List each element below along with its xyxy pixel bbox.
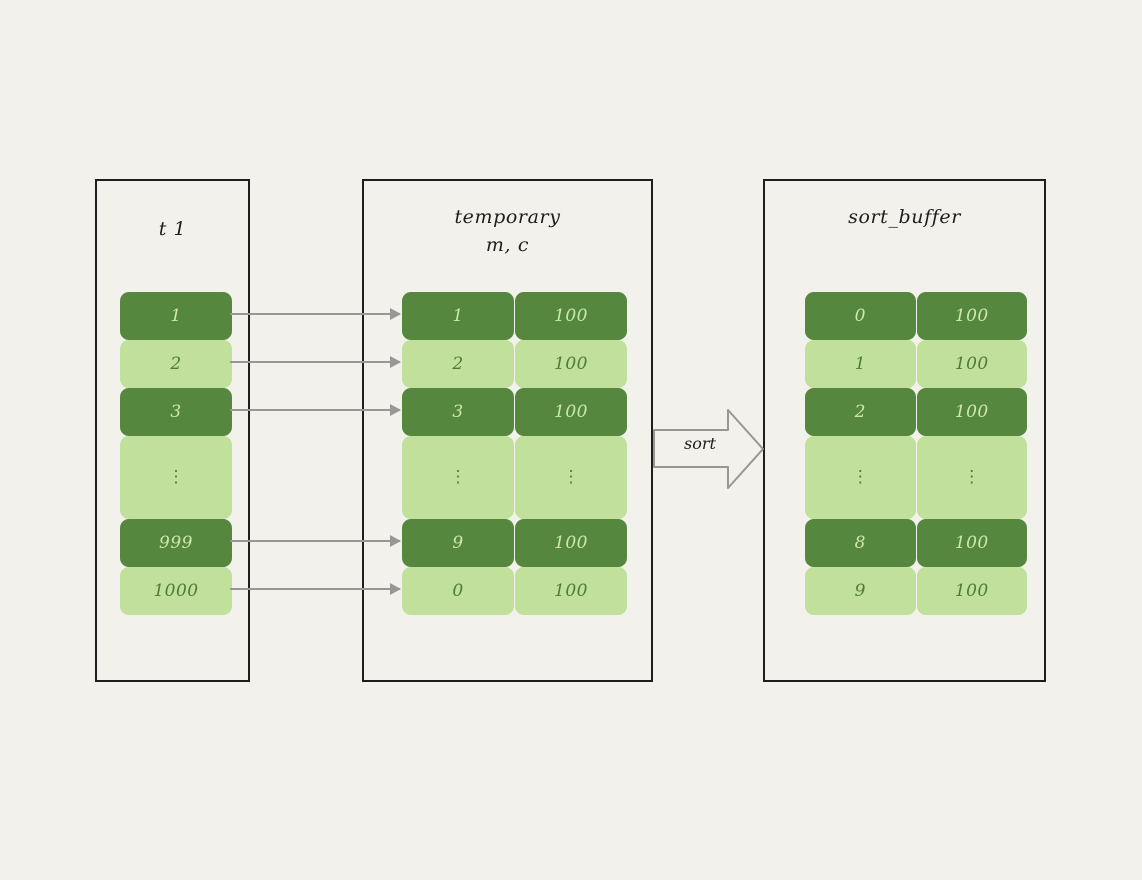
t1-row-2: 3 (120, 388, 232, 436)
vertical-ellipsis-icon: ⋮ (167, 466, 185, 487)
temp-row-2: 3 100 (402, 388, 627, 436)
sortbuf-cell-c-4: 100 (916, 519, 1027, 567)
sortbuf-row-5: 9 100 (805, 567, 1027, 615)
connector-arrow-row-0 (230, 308, 401, 320)
temp-cell-c-5: 100 (515, 567, 627, 615)
table-box-sort-buffer: sort_buffer 0 100 1 100 2 100 ⋮ ⋮ 8 100 … (763, 179, 1046, 682)
temp-cell-m-5: 0 (402, 567, 514, 615)
vertical-ellipsis-icon: ⋮ (562, 466, 580, 487)
t1-row-4: 999 (120, 519, 232, 567)
temp-cell-c-2: 100 (515, 388, 627, 436)
connector-arrow-row-2 (230, 404, 401, 416)
sortbuf-cell-m-ellipsis: ⋮ (805, 436, 916, 519)
temp-cell-m-ellipsis: ⋮ (402, 436, 514, 519)
box-title-t1: t 1 (158, 218, 187, 240)
sortbuf-cell-m-0: 0 (805, 292, 916, 340)
sort-block-arrow (653, 406, 765, 492)
temp-row-4: 9 100 (402, 519, 627, 567)
sortbuf-row-1: 1 100 (805, 340, 1027, 388)
t1-cell-value-2: 3 (120, 388, 232, 436)
t1-row-5: 1000 (120, 567, 232, 615)
t1-cell-value-5: 1000 (120, 567, 232, 615)
temp-cell-c-1: 100 (515, 340, 627, 388)
sortbuf-cell-c-5: 100 (916, 567, 1027, 615)
sortbuf-cell-m-1: 1 (805, 340, 916, 388)
t1-row-0: 1 (120, 292, 232, 340)
temp-cell-c-0: 100 (515, 292, 627, 340)
sort-arrow-label: sort (684, 434, 716, 453)
sortbuf-cell-c-ellipsis: ⋮ (916, 436, 1027, 519)
sortbuf-cell-m-2: 2 (805, 388, 916, 436)
connector-arrow-row-4 (230, 535, 401, 547)
box-title-temporary: temporary m, c (454, 206, 561, 256)
temp-row-ellipsis: ⋮ ⋮ (402, 436, 627, 519)
box-title-sort-buffer: sort_buffer (848, 206, 961, 228)
temp-cell-m-1: 2 (402, 340, 514, 388)
vertical-ellipsis-icon: ⋮ (851, 466, 869, 487)
sortbuf-cell-c-1: 100 (916, 340, 1027, 388)
temp-cell-m-4: 9 (402, 519, 514, 567)
temp-cell-c-4: 100 (515, 519, 627, 567)
sortbuf-cell-m-4: 8 (805, 519, 916, 567)
vertical-ellipsis-icon: ⋮ (963, 466, 981, 487)
t1-cell-ellipsis: ⋮ (120, 436, 232, 519)
temp-cell-m-0: 1 (402, 292, 514, 340)
temp-row-1: 2 100 (402, 340, 627, 388)
sortbuf-row-2: 2 100 (805, 388, 1027, 436)
t1-cell-value-0: 1 (120, 292, 232, 340)
connector-arrow-row-5 (230, 583, 401, 595)
temp-cell-m-2: 3 (402, 388, 514, 436)
temp-row-0: 1 100 (402, 292, 627, 340)
t1-cell-value-1: 2 (120, 340, 232, 388)
table-box-temporary: temporary m, c 1 100 2 100 3 100 ⋮ ⋮ 9 1… (362, 179, 653, 682)
sortbuf-row-0: 0 100 (805, 292, 1027, 340)
temp-cell-c-ellipsis: ⋮ (515, 436, 627, 519)
t1-cell-value-4: 999 (120, 519, 232, 567)
sortbuf-row-4: 8 100 (805, 519, 1027, 567)
vertical-ellipsis-icon: ⋮ (449, 466, 467, 487)
sortbuf-cell-m-5: 9 (805, 567, 916, 615)
sortbuf-cell-c-2: 100 (916, 388, 1027, 436)
table-box-t1: t 1 1 2 3 ⋮ 999 1000 (95, 179, 250, 682)
sortbuf-row-ellipsis: ⋮ ⋮ (805, 436, 1027, 519)
sortbuf-cell-c-0: 100 (916, 292, 1027, 340)
t1-row-1: 2 (120, 340, 232, 388)
connector-arrow-row-1 (230, 356, 401, 368)
t1-row-ellipsis: ⋮ (120, 436, 232, 519)
temp-row-5: 0 100 (402, 567, 627, 615)
